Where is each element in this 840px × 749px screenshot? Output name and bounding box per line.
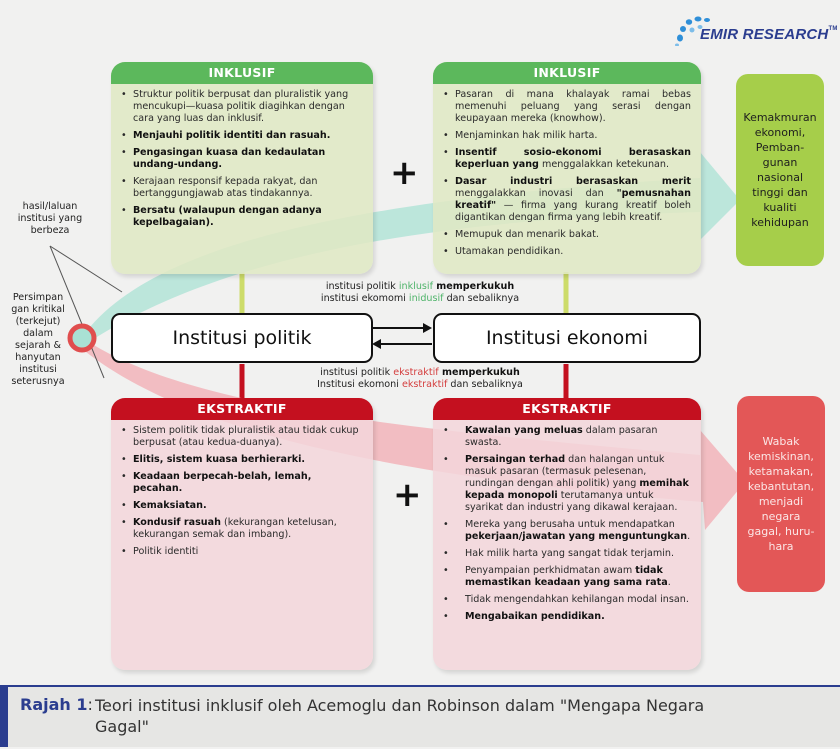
plus-icon-inclusive: + (390, 153, 419, 193)
emir-research-logo: EMIR RESEARCHTM (672, 12, 840, 46)
caption-figure-label: Rajah 1: (20, 695, 93, 714)
list-item: Penyampaian perkhidmatan awam tidak mema… (443, 565, 691, 589)
list-item: Kemaksiatan. (121, 500, 363, 512)
inclusive-economic-list: Pasaran di mana khalayak ramai bebas mem… (433, 84, 701, 258)
list-item: Insentif sosio-ekonomi berasaskan keperl… (443, 147, 691, 171)
failure-outcome-box: Wabak kemiskinan, ketamakan, kebantutan,… (737, 396, 825, 592)
political-institution-label: Institusi politik (172, 327, 312, 349)
list-item: Dasar industri berasaskan merit menggala… (443, 176, 691, 224)
pointer-line-upper (49, 245, 123, 293)
figure-caption: Rajah 1: Teori institusi inklusif oleh A… (0, 685, 840, 747)
list-item: Politik identiti (121, 546, 363, 558)
list-item: Keadaan berpecah-belah, lemah, pecahan. (121, 471, 363, 495)
list-item: Mereka yang berusaha untuk mendapatkan p… (443, 519, 691, 543)
extractive-political-list: Sistem politik tidak pluralistik atau ti… (111, 420, 373, 558)
list-item: Pasaran di mana khalayak ramai bebas mem… (443, 89, 691, 125)
list-item: Elitis, sistem kuasa berhierarki. (121, 454, 363, 466)
list-item: Hak milik harta yang sangat tidak terjam… (443, 548, 691, 560)
failure-outcome-text: Wabak kemiskinan, ketamakan, kebantutan,… (747, 435, 815, 553)
list-item: Menjauhi politik identiti dan rasuah. (121, 130, 363, 142)
arrowhead-left (372, 339, 381, 349)
list-item: Struktur politik berpusat dan pluralisti… (121, 89, 363, 125)
economic-institution-label: Institusi ekonomi (485, 327, 649, 349)
caption-text: Teori institusi inklusif oleh Acemoglu d… (95, 696, 705, 736)
economic-institution-box: Institusi ekonomi (433, 313, 701, 363)
caption-accent-bar (0, 687, 8, 747)
plus-icon-extractive: + (393, 475, 422, 515)
extractive-political-header: EKSTRAKTIF (111, 398, 373, 420)
list-item: Kondusif rasuah (kekurangan ketelusan, k… (121, 517, 363, 541)
pointer-line-lower (49, 245, 105, 379)
arrowhead-right (423, 323, 432, 333)
extractive-economic-box: EKSTRAKTIF Kawalan yang meluas dalam pas… (433, 398, 701, 670)
list-item: Pengasingan kuasa dan kedaulatan undang-… (121, 147, 363, 171)
inclusive-political-list: Struktur politik berpusat dan pluralisti… (111, 84, 373, 229)
list-item: Bersatu (walaupun dengan adanya kepelbag… (121, 205, 363, 229)
list-item: Menjaminkan hak milik harta. (443, 130, 691, 142)
list-item: Kawalan yang meluas dalam pasaran swasta… (443, 425, 691, 449)
list-item: Sistem politik tidak pluralistik atau ti… (121, 425, 363, 449)
political-institution-box: Institusi politik (111, 313, 373, 363)
extractive-political-box: EKSTRAKTIF Sistem politik tidak pluralis… (111, 398, 373, 670)
list-item: Mengabaikan pendidikan. (443, 611, 691, 623)
list-item: Tidak mengendahkan kehilangan modal insa… (443, 594, 691, 606)
logo-wordmark: EMIR RESEARCHTM (700, 26, 838, 43)
prosperity-outcome-text: Kemakmuran ekonomi, Pemban-gunan nasiona… (743, 111, 817, 229)
list-item: Memupuk dan menarik bakat. (443, 229, 691, 241)
extractive-reinforce-note: institusi politik ekstraktif memperkukuh… (317, 367, 523, 390)
inclusive-reinforce-note: institusi politik inklusif memperkukuh i… (320, 281, 520, 304)
extractive-economic-header: EKSTRAKTIF (433, 398, 701, 420)
list-item: Kerajaan responsif kepada rakyat, dan be… (121, 176, 363, 200)
list-item: Persaingan terhad dan halangan untuk mas… (443, 454, 691, 514)
critical-juncture-label: Persimpan gan kritikal (terkejut) dalam … (11, 292, 65, 387)
prosperity-outcome-box: Kemakmuran ekonomi, Pemban-gunan nasiona… (736, 74, 824, 266)
extractive-economic-list: Kawalan yang meluas dalam pasaran swasta… (433, 420, 701, 623)
inclusive-political-box: INKLUSIF Struktur politik berpusat dan p… (111, 62, 373, 274)
inclusive-economic-header: INKLUSIF (433, 62, 701, 84)
inclusive-political-header: INKLUSIF (111, 62, 373, 84)
critical-juncture-marker (67, 323, 97, 353)
list-item: Utamakan pendidikan. (443, 246, 691, 258)
divergent-paths-label: hasil/laluan institusi yang berbeza (17, 201, 83, 236)
logo-dots-icon (675, 16, 710, 46)
inclusive-economic-box: INKLUSIF Pasaran di mana khalayak ramai … (433, 62, 701, 274)
